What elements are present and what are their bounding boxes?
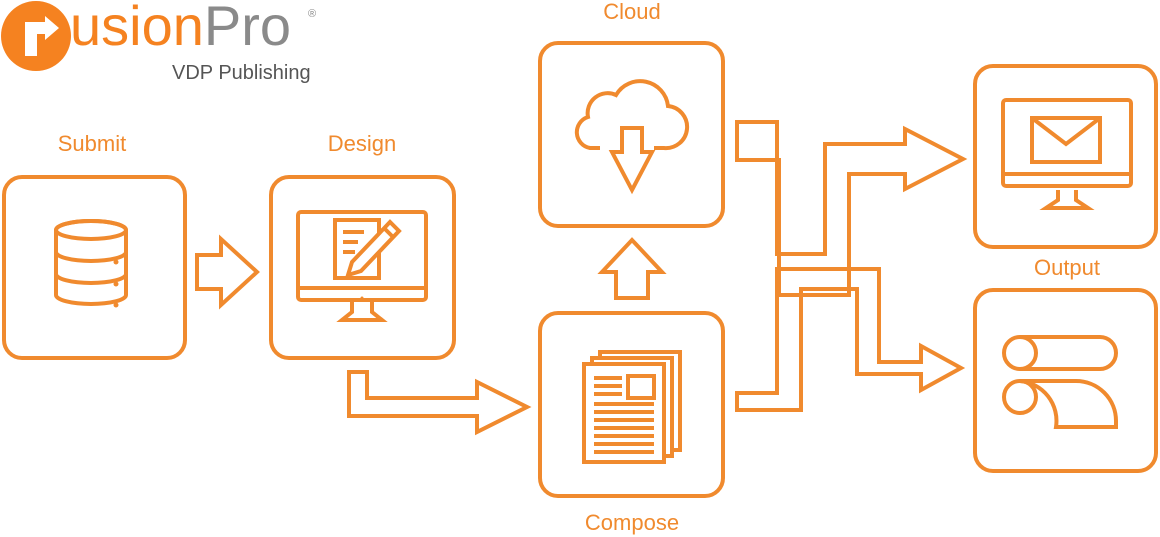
submit-to-design-arrow (195, 234, 260, 310)
logo-wordmark-usion: usion (70, 0, 204, 57)
step-label-output: Output (1033, 255, 1101, 280)
output-email-box (973, 64, 1158, 249)
print-rollers-icon (1002, 335, 1118, 429)
monitor-edit-icon (296, 210, 428, 322)
fusionpro-logo-icon (1, 1, 71, 71)
logo-wordmark: usionPro (70, 0, 291, 58)
cloud-download-icon (574, 79, 690, 195)
compose-to-output-arrow (735, 267, 966, 412)
step-label-cloud: Cloud (603, 0, 661, 24)
step-label-design: Design (327, 131, 397, 156)
step-label-compose: Compose (584, 510, 680, 535)
submit-box (2, 175, 187, 360)
cloud-box (538, 41, 725, 228)
design-box (269, 175, 456, 360)
database-icon (54, 219, 128, 308)
documents-icon (582, 350, 682, 464)
monitor-email-icon (1001, 98, 1133, 210)
registered-mark: ® (308, 8, 317, 20)
cloud-to-output-arrow (735, 120, 968, 297)
compose-to-cloud-arrow (597, 237, 667, 300)
compose-box (538, 311, 725, 498)
output-print-box (973, 288, 1158, 473)
step-label-submit: Submit (57, 131, 127, 156)
design-to-compose-arrow (347, 370, 532, 436)
logo-wordmark-pro: Pro (203, 0, 292, 57)
logo-tagline: VDP Publishing (172, 62, 311, 84)
